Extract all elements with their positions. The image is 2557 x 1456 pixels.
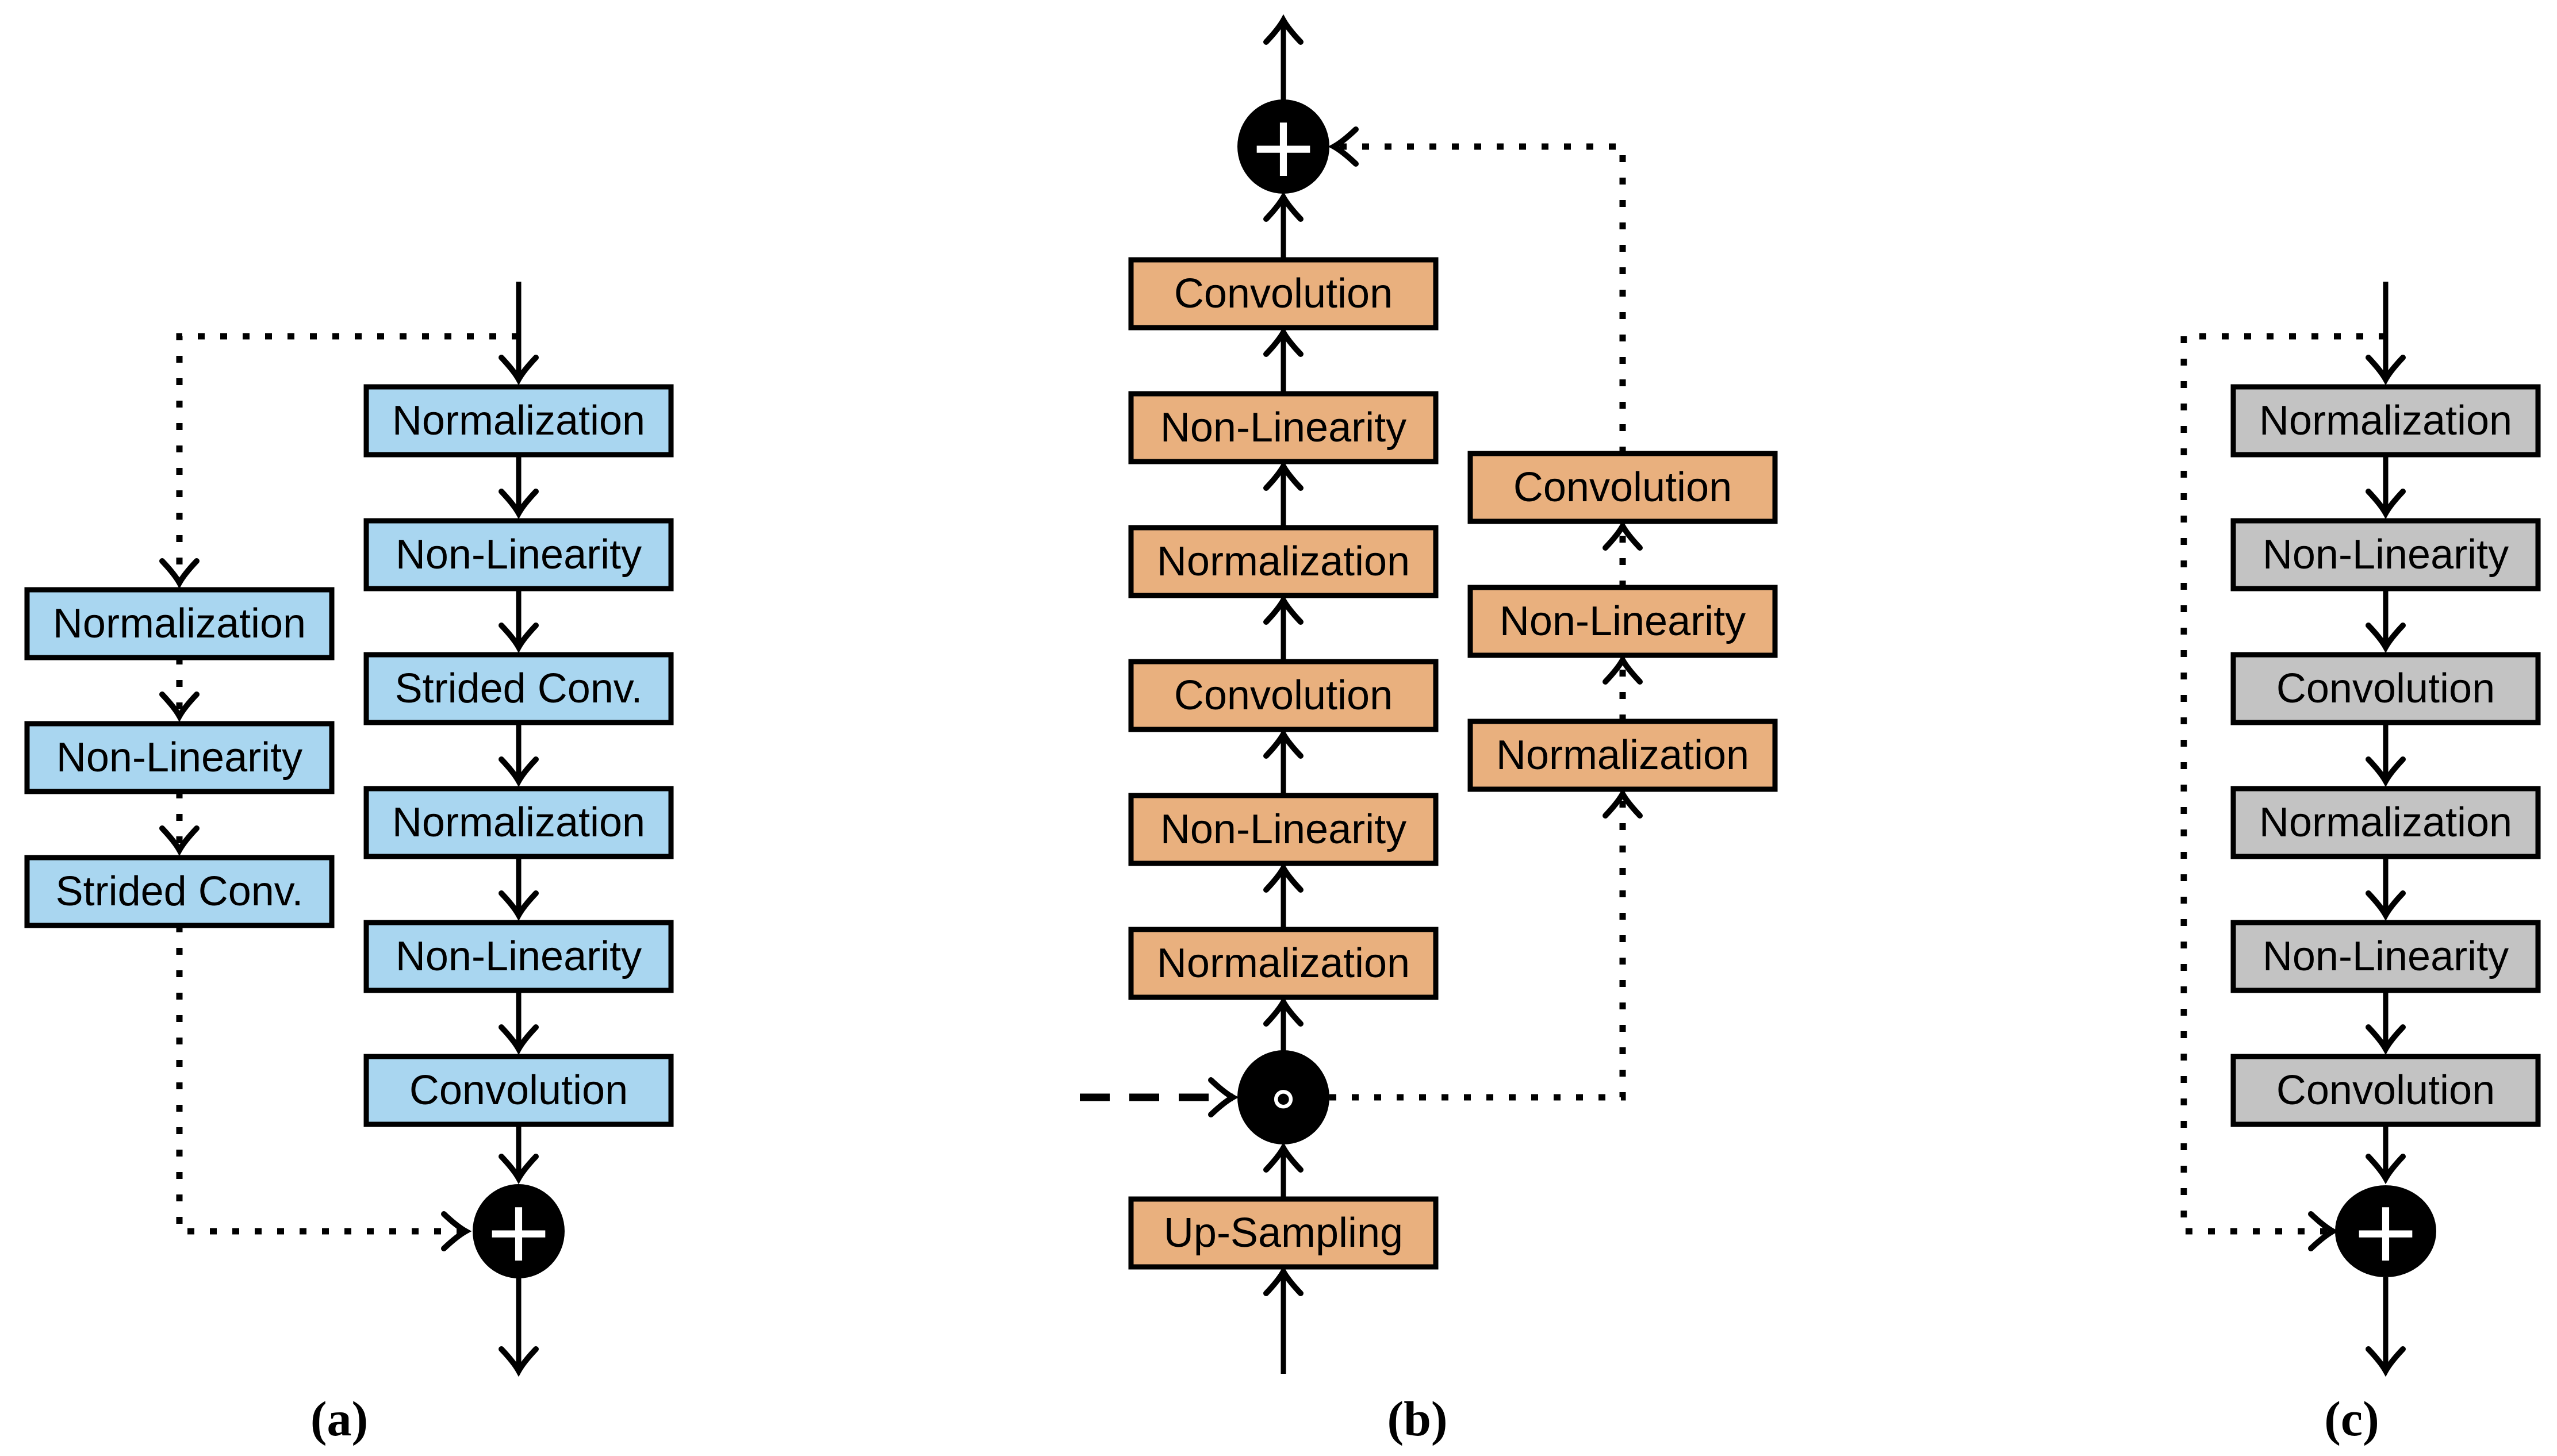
- block-b-main-0: Convolution: [1128, 257, 1439, 331]
- plus-symbol: +: [1248, 97, 1319, 196]
- block-b-main-3: Convolution: [1128, 659, 1439, 732]
- block-label: Non-Linearity: [56, 735, 302, 781]
- block-label: Normalization: [1157, 539, 1410, 585]
- scale-node-b: ∘: [1237, 1050, 1329, 1144]
- block-a-skip-2: Strided Conv.: [24, 855, 335, 928]
- block-label: Non-Linearity: [2263, 532, 2509, 578]
- block-c-main-2: Convolution: [2230, 652, 2541, 725]
- block-a-main-5: Convolution: [363, 1054, 674, 1127]
- block-label: Normalization: [2259, 398, 2512, 444]
- block-b-main-5: Normalization: [1128, 927, 1439, 1000]
- block-c-main-4: Non-Linearity: [2230, 920, 2541, 993]
- block-label: Strided Conv.: [395, 666, 643, 712]
- skip-path-top: [159, 333, 519, 589]
- block-b-upsampling: Up-Sampling: [1128, 1196, 1439, 1270]
- block-label: Non-Linearity: [396, 933, 642, 979]
- skip-path-bottom: [176, 925, 472, 1251]
- block-b-side-1: Non-Linearity: [1467, 585, 1778, 658]
- block-label: Non-Linearity: [396, 532, 642, 578]
- plus-symbol: +: [483, 1182, 554, 1281]
- sum-node-b: +: [1237, 97, 1329, 196]
- diagram-a: Normalization Non-Linearity Strided Conv…: [24, 282, 674, 1446]
- block-a-main-0: Normalization: [363, 384, 674, 458]
- block-label: Convolution: [2276, 1067, 2495, 1113]
- block-label: Convolution: [1513, 464, 1732, 510]
- block-a-main-1: Non-Linearity: [363, 518, 674, 591]
- block-c-main-3: Normalization: [2230, 786, 2541, 859]
- diagram-b: Convolution Non-Linearity Normalization …: [1080, 14, 1778, 1446]
- block-b-side-0: Convolution: [1467, 451, 1778, 524]
- block-a-main-3: Normalization: [363, 786, 674, 859]
- block-label: Normalization: [1157, 940, 1410, 986]
- block-label: Non-Linearity: [1160, 806, 1406, 852]
- block-label: Convolution: [1174, 673, 1393, 719]
- block-label: Convolution: [409, 1067, 628, 1113]
- block-label: Normalization: [1496, 732, 1749, 778]
- block-label: Strided Conv.: [56, 869, 304, 915]
- block-c-main-0: Normalization: [2230, 384, 2541, 458]
- block-label: Non-Linearity: [2263, 933, 2509, 979]
- sum-node-a: +: [473, 1182, 565, 1281]
- block-label: Non-Linearity: [1500, 598, 1746, 644]
- caption-b: (b): [1387, 1391, 1447, 1446]
- plus-symbol: +: [2350, 1182, 2421, 1281]
- circle-symbol: ∘: [1264, 1062, 1302, 1132]
- block-label: Normalization: [2259, 800, 2512, 846]
- skip-path: [2180, 333, 2386, 1251]
- block-label: Normalization: [53, 601, 306, 647]
- diagram-c: Normalization Non-Linearity Convolution …: [2180, 282, 2541, 1446]
- side-path-bottom: [1329, 787, 1643, 1101]
- block-b-side-2: Normalization: [1467, 719, 1778, 792]
- block-label: Convolution: [2276, 666, 2495, 712]
- block-b-main-2: Normalization: [1128, 525, 1439, 598]
- block-a-main-4: Non-Linearity: [363, 920, 674, 993]
- block-b-main-4: Non-Linearity: [1128, 793, 1439, 866]
- block-c-main-5: Convolution: [2230, 1054, 2541, 1127]
- side-path-top: [1328, 126, 1626, 454]
- block-b-main-1: Non-Linearity: [1128, 391, 1439, 464]
- block-label: Convolution: [1174, 271, 1393, 317]
- block-label: Non-Linearity: [1160, 405, 1406, 451]
- block-c-main-1: Non-Linearity: [2230, 518, 2541, 591]
- block-label: Up-Sampling: [1164, 1210, 1403, 1256]
- block-a-main-2: Strided Conv.: [363, 652, 674, 725]
- block-a-skip-1: Non-Linearity: [24, 721, 335, 794]
- sum-node-c: +: [2335, 1182, 2436, 1281]
- caption-c: (c): [2324, 1391, 2379, 1446]
- caption-a: (a): [310, 1391, 368, 1446]
- block-label: Normalization: [392, 398, 645, 444]
- block-label: Normalization: [392, 800, 645, 846]
- block-a-skip-0: Normalization: [24, 587, 335, 660]
